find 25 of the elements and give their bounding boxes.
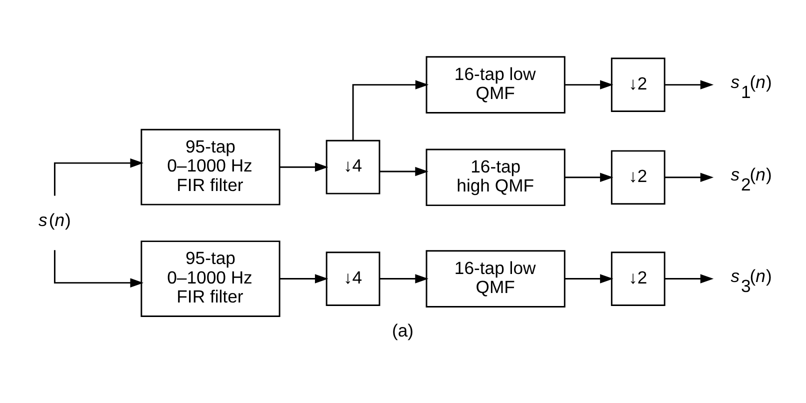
arrow xyxy=(564,80,614,89)
node-box: 16-tap low QMF xyxy=(426,250,566,307)
arrow xyxy=(380,166,428,176)
node-box: ↓2 xyxy=(610,57,666,112)
node-box: ↓4 xyxy=(326,251,380,306)
node-box: 95-tap 0–1000 Hz FIR filter xyxy=(140,128,280,205)
node-box: ↓4 xyxy=(326,139,380,194)
node-box: 16-tap low QMF xyxy=(426,56,566,113)
arrow xyxy=(664,80,714,89)
node-box: 16-tap high QMF xyxy=(426,148,566,206)
node-box: ↓2 xyxy=(610,150,666,204)
caption: (a) xyxy=(392,320,414,340)
arrow xyxy=(54,158,144,196)
arrow xyxy=(280,274,328,283)
node-text: s(n) xyxy=(38,210,71,230)
arrow xyxy=(280,162,328,172)
arrow xyxy=(380,274,428,283)
node-box: 95-tap 0–1000 Hz FIR filter xyxy=(140,240,280,316)
arrow xyxy=(564,274,614,283)
arrow xyxy=(564,172,614,182)
node-box: ↓2 xyxy=(610,251,666,306)
arrow xyxy=(54,250,144,287)
arrow xyxy=(352,80,429,140)
arrow xyxy=(664,274,714,283)
arrow xyxy=(664,172,714,182)
